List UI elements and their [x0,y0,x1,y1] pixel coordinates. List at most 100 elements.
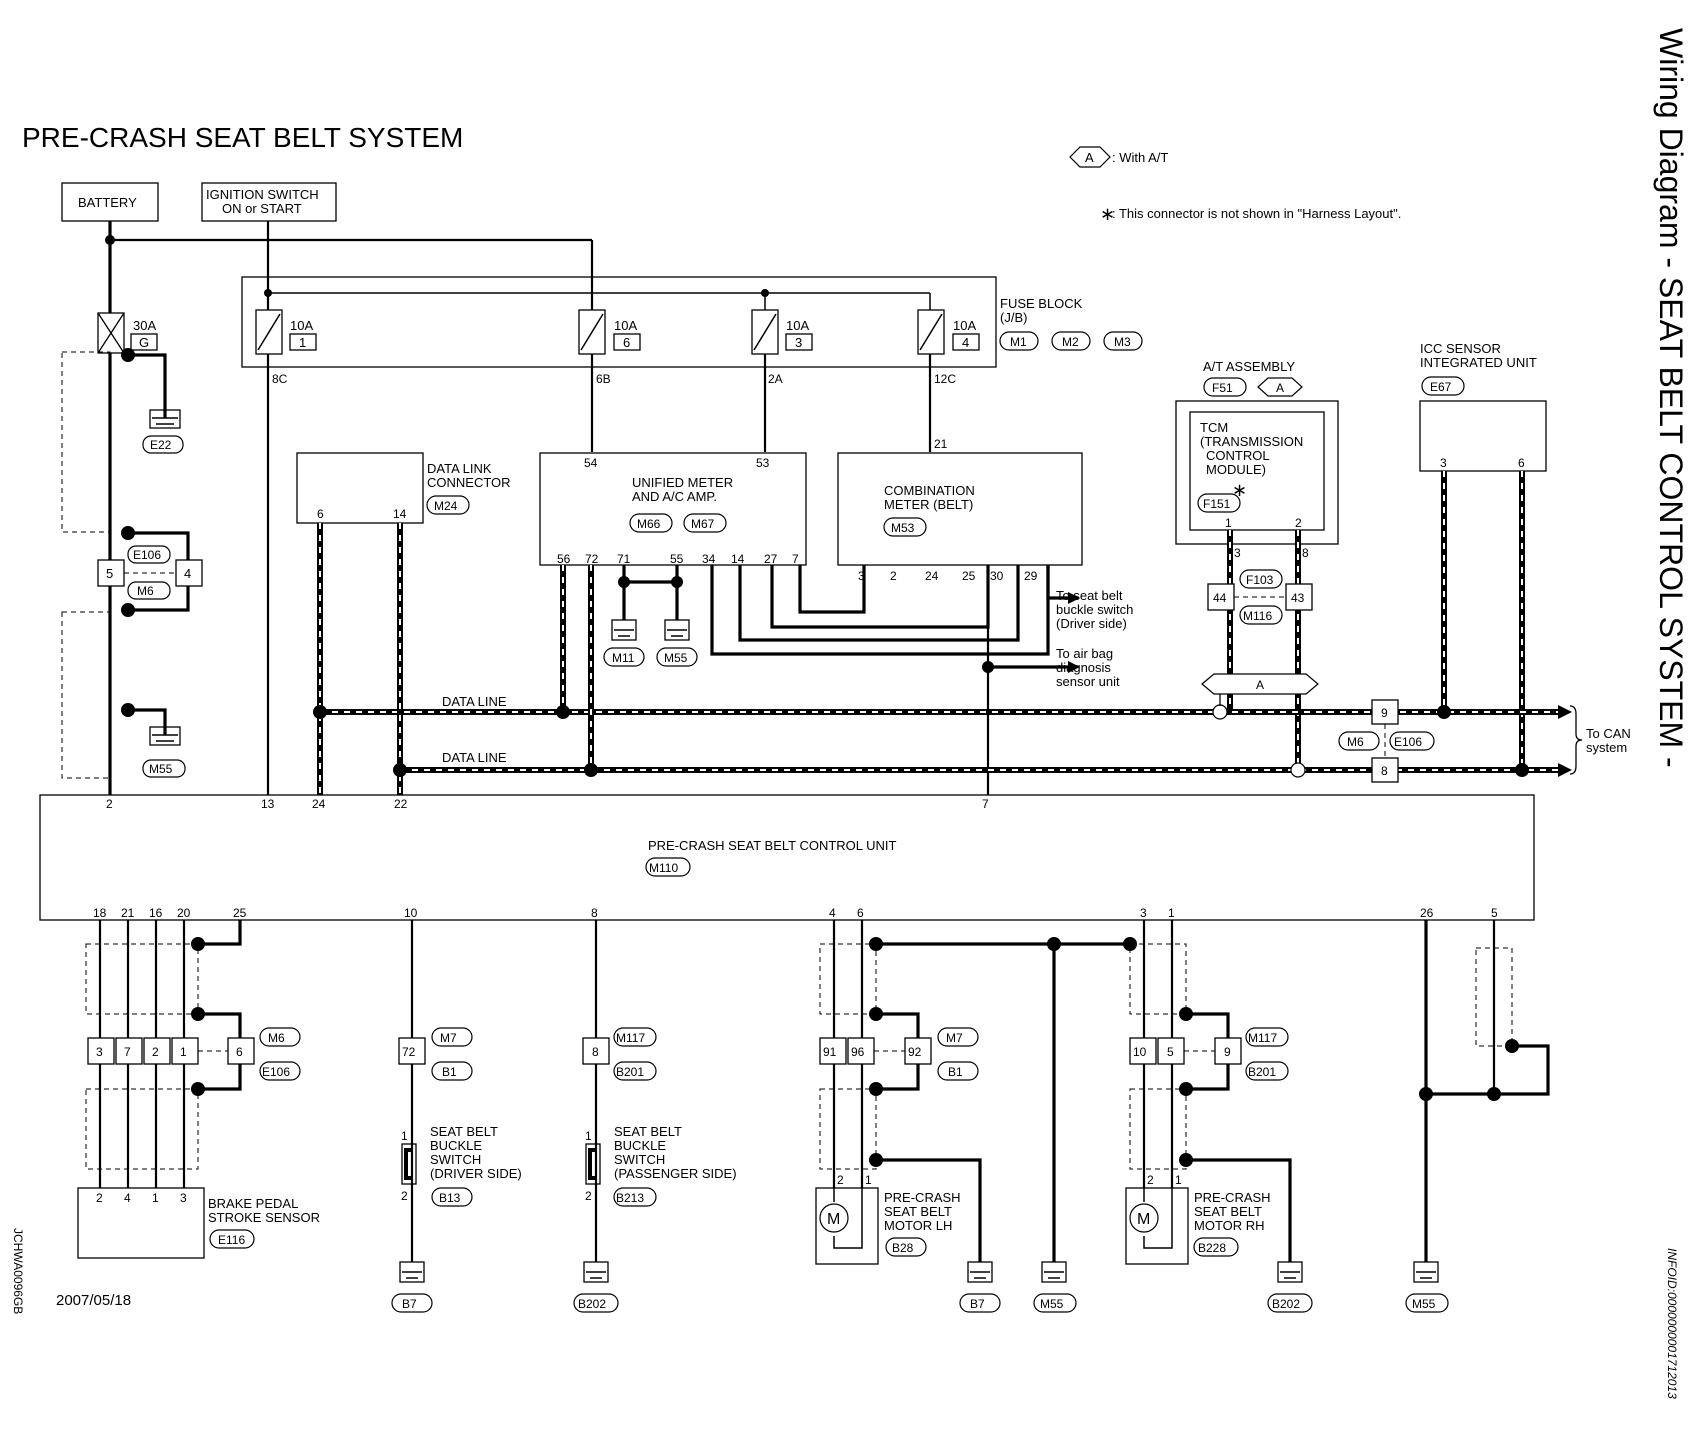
right-code: INFOID:0000000001712013 [1665,1248,1679,1399]
fuse-block-conn2: M2 [1062,335,1079,349]
brake-jc-c1: M6 [268,1031,285,1045]
cu-pin10: 10 [404,906,418,920]
fuse-g-id: G [139,335,149,350]
unified-pin56: 56 [557,552,571,566]
unified-pin27: 27 [764,552,778,566]
dlc-line2: CONNECTOR [427,475,511,490]
brake-jc-pin3: 3 [96,1045,103,1059]
cu-pin25: 25 [233,906,247,920]
legend-code: A [1085,150,1094,165]
ground-b202-1: B202 [578,1297,606,1311]
unified-pin55: 55 [670,552,684,566]
combo-pin25: 25 [962,569,976,583]
jc-rh-pin5: 5 [1167,1045,1174,1059]
icc-pin3: 3 [1440,456,1447,470]
ignition-line2: ON or START [222,201,302,216]
buckle-pass-line1: SEAT BELT [614,1124,682,1139]
note-can-1: To CAN [1586,726,1631,741]
brake-sensor-line1: BRAKE PEDAL [208,1196,298,1211]
m6e106-bottom: 8 [1381,764,1388,778]
legend-star: ∗ [1100,204,1115,224]
unified-pin14: 14 [731,552,745,566]
buckle-driver-pin2: 2 [401,1189,408,1203]
unified-line1: UNIFIED METER [632,475,733,490]
m6e106-top: 9 [1381,706,1388,720]
fuse3-term: 2A [768,372,783,386]
unified-pin72: 72 [585,552,599,566]
combo-pin30: 30 [990,569,1004,583]
page-title: PRE-CRASH SEAT BELT SYSTEM [22,122,463,153]
legend-star-text: : This connector is not shown in "Harnes… [1112,206,1401,221]
cu-pin22: 22 [394,797,408,811]
buckle-pass-line3: SWITCH [614,1152,665,1167]
cu-pin13: 13 [261,797,275,811]
m7b1-c2: B1 [442,1065,457,1079]
fuse6-amp: 10A [614,318,637,333]
fuse3-id: 3 [795,335,802,350]
tcm-line2: (TRANSMISSION [1200,434,1303,449]
cu-conn: M110 [649,861,678,875]
unified-pin34: 34 [702,552,716,566]
brake-jc-pin7: 7 [124,1045,131,1059]
cu-pin1: 1 [1168,906,1175,920]
ground-m55-4: M55 [1412,1297,1436,1311]
dlc-line1: DATA LINK [427,461,492,476]
brake-jc-pin2: 2 [152,1045,159,1059]
fuse-g-amp: 30A [133,318,156,333]
cu-pin5: 5 [1491,906,1498,920]
cu-pin21: 21 [121,906,135,920]
fuse1-amp: 10A [290,318,313,333]
combo-pin21: 21 [934,437,948,451]
jc-e106-c2: M6 [137,584,154,598]
unified-pin54: 54 [584,456,598,470]
tcm-pin2: 2 [1295,516,1302,530]
brake-sensor-pin4: 4 [124,1191,131,1205]
cu-pin18: 18 [93,906,107,920]
unified-line2: AND A/C AMP. [632,489,717,504]
jc-lh-pin96: 96 [851,1045,865,1059]
tcm-line1: TCM [1200,420,1228,435]
buckle-pass-conn: B213 [616,1191,644,1205]
legend: A : With A/T ∗ : This connector is not s… [1069,146,1401,224]
ground-e22: E22 [150,438,172,452]
tcm-line3: CONTROL [1206,448,1270,463]
cu-pin20: 20 [177,906,191,920]
combo-line1: COMBINATION [884,483,975,498]
f103-c1: F103 [1246,573,1274,587]
cu-pin6: 6 [857,906,864,920]
jc-rh-pin9: 9 [1224,1045,1231,1059]
tcm-conn: F151 [1203,497,1231,511]
cu-pin16: 16 [149,906,163,920]
motor-lh-line1: PRE-CRASH [884,1190,961,1205]
cu-pin4: 4 [829,906,836,920]
fuse-block-conn1: M1 [1010,335,1027,349]
dlc-pin6: 6 [317,507,324,521]
fuse6-term: 6B [596,372,611,386]
jc-e106-left: 5 [106,566,113,581]
data-line-2: DATA LINE [442,750,507,765]
at-assembly-code: A [1276,381,1284,395]
jc-rh-pin10: 10 [1133,1045,1147,1059]
motor-lh-line3: MOTOR LH [884,1218,952,1233]
motor-rh-symbol: M [1137,1211,1150,1228]
icc-conn: E67 [1430,380,1452,394]
cu-pin3: 3 [1140,906,1147,920]
jc-lh-pin92: 92 [908,1045,922,1059]
motor-rh-pin2: 2 [1147,1173,1154,1187]
note-airbag-2: diagnosis [1056,660,1111,675]
buckle-pass-pin1: 1 [585,1129,592,1143]
brake-jc-c2: E106 [262,1065,290,1079]
unified-pin53: 53 [756,456,770,470]
icc-line2: INTEGRATED UNIT [1420,355,1537,370]
dlc-conn: M24 [434,499,458,513]
combo-pin29: 29 [1024,569,1038,583]
legend-with-at: : With A/T [1112,150,1168,165]
motor-rh-conn: B228 [1198,1241,1226,1255]
tcm-pin1: 1 [1225,516,1232,530]
fuse3-amp: 10A [786,318,809,333]
buckle-driver-line2: BUCKLE [430,1138,482,1153]
f103-c2: M116 [1243,609,1272,623]
jc-rh-c2: B201 [1248,1065,1276,1079]
unified-pin71: 71 [617,552,631,566]
buckle-driver-line3: SWITCH [430,1152,481,1167]
